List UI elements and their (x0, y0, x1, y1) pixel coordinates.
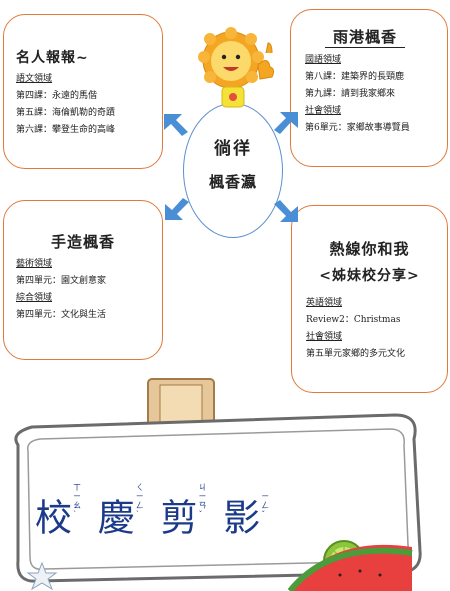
bottom-right-domain-2: 社會領域 (306, 332, 343, 342)
decorative-frame-illustration (14, 378, 422, 591)
top-right-line-2: 第九課：請到我家鄉來 (305, 89, 396, 99)
bottom-left-domain-2: 綜合領域 (16, 293, 53, 303)
top-left-title: 名人報報~ (16, 50, 89, 66)
bottom-right-subtitle: <姊妹校分享> (319, 268, 420, 284)
arrow-top-left-icon (164, 114, 188, 136)
mascot-illustration (198, 27, 275, 108)
top-right-line-1: 第八課：建築界的長頸鹿 (305, 72, 405, 82)
bottom-right-box: 熱線你和我 <姊妹校分享> 英語領域 Review2：Christmas 社會領… (291, 205, 448, 393)
bottom-right-domain-1: 英語領域 (306, 298, 343, 308)
bottom-right-line-1: Review2：Christmas (306, 315, 401, 325)
arrow-bottom-right-icon (274, 200, 298, 222)
bottom-left-line-2: 第四單元：文化與生活 (16, 310, 107, 320)
top-left-line-2: 第五課：海倫凱勒的奇蹟 (16, 108, 116, 118)
top-left-domain: 語文領域 (16, 74, 53, 84)
caption-char-1: 校 (35, 496, 73, 540)
caption-char-3: 剪 (160, 496, 199, 540)
center-line-1: 徜徉 (214, 139, 252, 159)
top-left-box: 名人報報~ 語文領域 第四課：永遠的馬偕 第五課：海倫凱勒的奇蹟 第六課：攀登生… (3, 14, 163, 169)
caption-char-4: 影 (223, 496, 262, 540)
bottom-right-line-2: 第五單元家鄉的多元文化 (306, 349, 406, 359)
caption-phonetic-3: ㄐㄧㄢˇ (198, 483, 208, 519)
caption-phonetic-2: ㄑㄧㄥˋ (135, 483, 145, 519)
center-oval: 徜徉 楓香瀛 (183, 103, 283, 238)
top-right-domain-2: 社會領域 (305, 106, 342, 116)
center-line-2: 楓香瀛 (208, 173, 257, 191)
bottom-left-domain-1: 藝術領域 (16, 259, 53, 269)
top-left-line-1: 第四課：永遠的馬偕 (16, 91, 98, 101)
top-right-line-3: 第6單元：家鄉故事導覽員 (305, 123, 410, 133)
caption-char-2: 慶 (97, 496, 136, 540)
caption-phonetic-4: ㄧㄥˇ (261, 492, 271, 519)
top-right-title: 雨港楓香 (325, 26, 406, 48)
caption-phonetic-1: ㄒㄧㄠˋ (73, 483, 82, 519)
top-left-line-3: 第六課：攀登生命的高峰 (16, 125, 116, 135)
bottom-left-title: 手造楓香 (50, 233, 115, 251)
bottom-left-box: 手造楓香 藝術領域 第四單元：園文創意家 綜合領域 第四單元：文化與生活 (3, 200, 163, 360)
arrow-top-right-icon (274, 112, 298, 134)
caption-title: 校ㄒㄧㄠˋ 慶ㄑㄧㄥˋ 剪ㄐㄧㄢˇ 影ㄧㄥˇ (35, 483, 273, 541)
bottom-left-line-1: 第四單元：園文創意家 (16, 276, 107, 286)
bottom-right-title: 熱線你和我 (329, 240, 410, 258)
arrow-bottom-left-icon (165, 198, 189, 220)
top-right-domain-1: 國語領域 (305, 55, 342, 65)
top-right-box: 雨港楓香 國語領域 第八課：建築界的長頸鹿 第九課：請到我家鄉來 社會領域 第6… (290, 9, 448, 167)
